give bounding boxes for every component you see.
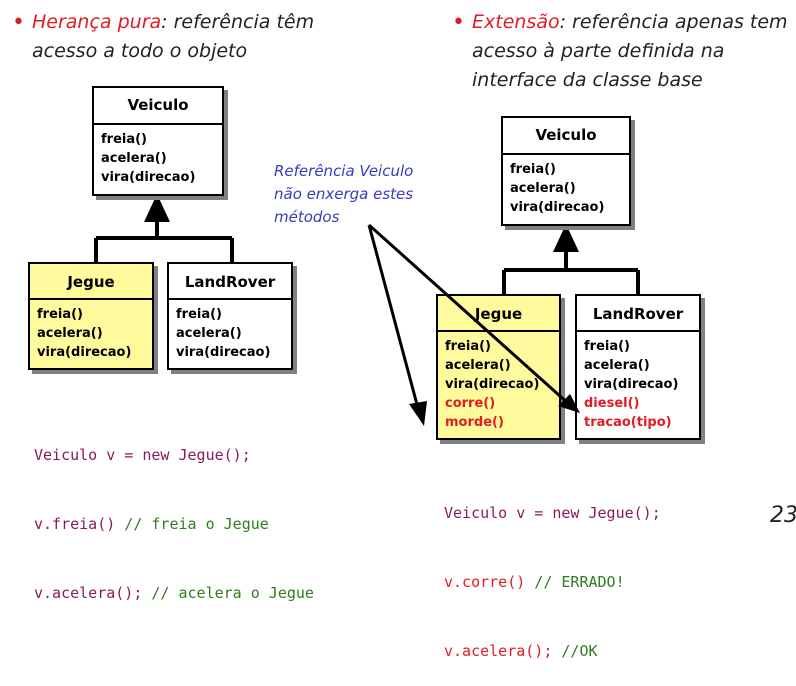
method: acelera()	[37, 326, 103, 341]
method: acelera()	[176, 326, 242, 341]
extra-method: morde()	[445, 415, 504, 430]
left-landrover-class: LandRover freia() acelera() vira(direcao…	[167, 262, 293, 370]
method: acelera()	[584, 358, 650, 373]
extra-method: tracao(tipo)	[584, 415, 672, 430]
method: acelera()	[101, 151, 167, 166]
page-number: 23	[770, 503, 796, 528]
class-methods: freia() acelera() vira(direcao)	[30, 300, 152, 362]
code-line: v.corre() // ERRADO!	[444, 571, 661, 594]
code-line: Veiculo v = new Jegue();	[444, 504, 661, 522]
class-title: LandRover	[169, 264, 291, 300]
note-arrowhead-landrover	[558, 394, 580, 413]
class-title: Jegue	[438, 296, 559, 332]
right-bullet-line2: acesso à parte definida na	[472, 40, 725, 62]
method: acelera()	[510, 181, 576, 196]
code-statement: v.acelera();	[444, 642, 553, 660]
note-line1: Referência Veiculo	[274, 162, 414, 180]
code-statement: v.acelera();	[34, 584, 143, 602]
extra-method: corre()	[445, 396, 496, 411]
method: vira(direcao)	[176, 345, 271, 360]
left-bullet-line2: acesso a todo o objeto	[32, 40, 248, 62]
class-title: Veiculo	[94, 88, 222, 125]
left-jegue-class: Jegue freia() acelera() vira(direcao)	[28, 262, 154, 370]
method: freia()	[37, 307, 83, 322]
code-comment: // ERRADO!	[525, 573, 625, 591]
left-bullet-rest: : referência têm	[161, 11, 315, 33]
method: freia()	[176, 307, 222, 322]
right-bullet-line1: Extensão: referência apenas tem	[472, 8, 788, 37]
method: acelera()	[445, 358, 511, 373]
method: vira(direcao)	[37, 345, 132, 360]
class-title: LandRover	[577, 296, 699, 332]
right-bullet-dot: •	[452, 10, 465, 35]
note-arrowhead-jegue	[409, 401, 427, 426]
left-code-block: Veiculo v = new Jegue(); v.freia() // fr…	[34, 398, 314, 628]
code-line: v.acelera(); // acelera o Jegue	[34, 582, 314, 605]
class-title: Veiculo	[503, 118, 629, 155]
note-arrow-line-landrover	[367, 223, 572, 407]
right-jegue-class: Jegue freia() acelera() vira(direcao) co…	[436, 294, 561, 440]
left-veiculo-class: Veiculo freia() acelera() vira(direcao)	[92, 86, 224, 196]
left-bullet-line1: Herança pura: referência têm	[32, 8, 314, 37]
right-bullet-line3: interface da classe base	[472, 69, 703, 91]
method: vira(direcao)	[445, 377, 540, 392]
right-veiculo-class: Veiculo freia() acelera() vira(direcao)	[501, 116, 631, 226]
class-methods: freia() acelera() vira(direcao) corre() …	[438, 332, 559, 432]
note-text: Referência Veiculo não enxerga estes mét…	[274, 160, 413, 229]
left-bullet-dot: •	[12, 10, 25, 35]
code-line: v.acelera(); //OK	[444, 640, 661, 663]
note-arrow-line-jegue	[367, 224, 421, 413]
extra-method: diesel()	[584, 396, 640, 411]
right-bullet-highlight: Extensão	[472, 11, 560, 33]
code-comment: //OK	[552, 642, 598, 660]
right-inheritance-arrowhead	[553, 224, 579, 252]
class-methods: freia() acelera() vira(direcao)	[169, 300, 291, 362]
class-methods: freia() acelera() vira(direcao) diesel()…	[577, 332, 699, 432]
method: vira(direcao)	[510, 200, 605, 215]
note-arrows	[367, 223, 580, 426]
note-line3: métodos	[274, 208, 340, 226]
diagram-connectors	[94, 194, 640, 294]
method: vira(direcao)	[584, 377, 679, 392]
right-code-block: Veiculo v = new Jegue(); v.corre() // ER…	[444, 456, 661, 686]
code-line: v.freia() // freia o Jegue	[34, 513, 314, 536]
code-statement: v.corre()	[444, 573, 526, 591]
right-bullet: • Extensão: referência apenas tem acesso…	[452, 8, 788, 95]
class-methods: freia() acelera() vira(direcao)	[503, 155, 629, 217]
method: freia()	[445, 339, 491, 354]
left-bullet: • Herança pura: referência têm acesso a …	[12, 8, 314, 66]
left-inheritance-arrowhead	[144, 194, 170, 222]
left-bullet-highlight: Herança pura	[32, 11, 162, 33]
right-bullet-rest: : referência apenas tem	[559, 11, 788, 33]
class-methods: freia() acelera() vira(direcao)	[94, 125, 222, 187]
code-comment: // freia o Jegue	[115, 515, 269, 533]
code-statement: v.freia()	[34, 515, 116, 533]
method: freia()	[584, 339, 630, 354]
code-line: Veiculo v = new Jegue();	[34, 446, 251, 464]
method: freia()	[510, 162, 556, 177]
method: vira(direcao)	[101, 170, 196, 185]
class-title: Jegue	[30, 264, 152, 300]
note-line2: não enxerga estes	[274, 185, 414, 203]
right-landrover-class: LandRover freia() acelera() vira(direcao…	[575, 294, 701, 440]
method: freia()	[101, 132, 147, 147]
code-comment: // acelera o Jegue	[142, 584, 314, 602]
